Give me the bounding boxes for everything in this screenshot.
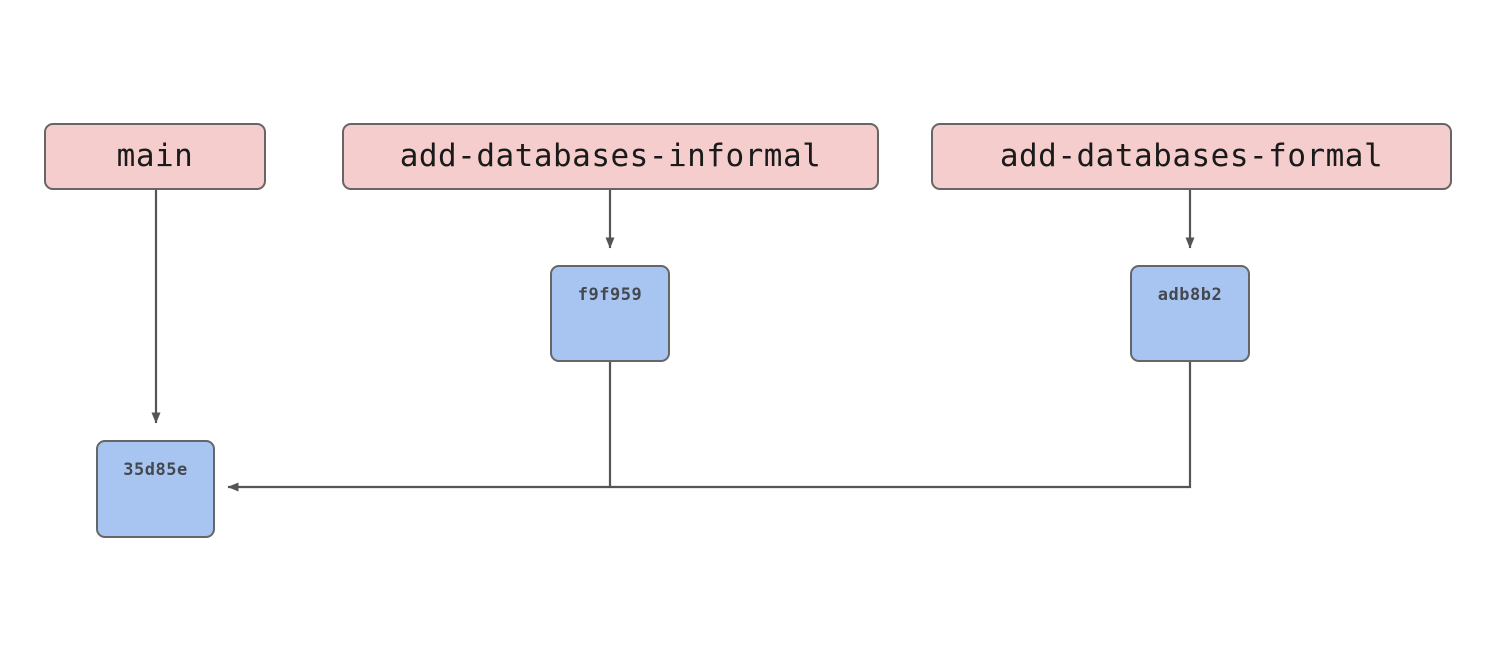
commit-label-adb8b2: adb8b2 xyxy=(1157,285,1223,305)
commit-node-adb8b2[interactable]: adb8b2 xyxy=(1130,265,1250,362)
branch-node-main[interactable]: main xyxy=(44,123,266,190)
commit-label-35d85e: 35d85e xyxy=(123,460,188,480)
commit-node-35d85e[interactable]: 35d85e xyxy=(96,440,215,538)
commit-node-f9f959[interactable]: f9f959 xyxy=(550,265,670,362)
branch-label-add-databases-informal: add-databases-informal xyxy=(399,138,822,174)
edge-adb8b2-to-35d85e xyxy=(227,362,1192,492)
commit-label-f9f959: f9f959 xyxy=(577,285,643,305)
branch-label-add-databases-formal: add-databases-formal xyxy=(999,138,1384,174)
branch-node-add-databases-informal[interactable]: add-databases-informal xyxy=(342,123,879,190)
branch-label-main: main xyxy=(116,138,194,174)
branch-node-add-databases-formal[interactable]: add-databases-formal xyxy=(931,123,1452,190)
